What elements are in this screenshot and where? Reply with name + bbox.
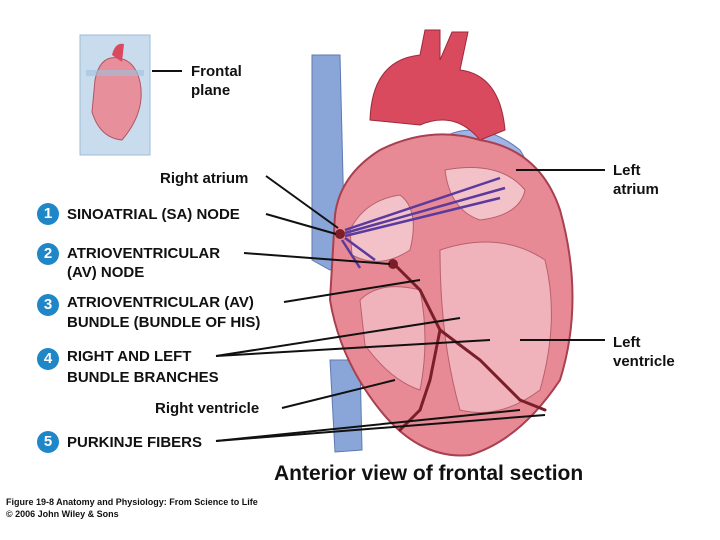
left-atrium-label: Left atrium: [613, 161, 683, 199]
figure-title: Anterior view of frontal section: [274, 462, 584, 485]
left-ventricle-text: Left ventricle: [613, 334, 675, 370]
step-3-badge: 3: [37, 294, 59, 316]
step-4-line1: RIGHT AND LEFT: [67, 348, 192, 365]
step-3-line1: ATRIOVENTRICULAR (AV): [67, 294, 254, 311]
frontal-plane-text: Frontal plane: [191, 63, 242, 99]
credit-line-1: Figure 19-8 Anatomy and Physiology: From…: [6, 497, 258, 507]
frontal-plane-label: Frontal plane: [191, 62, 261, 100]
step-4-line2: BUNDLE BRANCHES: [67, 369, 219, 386]
step-2-line2: (AV) NODE: [67, 264, 145, 281]
thumbnail-heart: [79, 34, 151, 156]
right-ventricle-label: Right ventricle: [155, 400, 260, 417]
right-atrium-label: Right atrium: [160, 170, 249, 187]
step-5-text: PURKINJE FIBERS: [67, 434, 203, 451]
credit-line-2: © 2006 John Wiley & Sons: [6, 509, 119, 519]
step-4-badge: 4: [37, 348, 59, 370]
left-atrium-text: Left atrium: [613, 162, 659, 198]
step-5-badge: 5: [37, 431, 59, 453]
left-ventricle-label: Left ventricle: [613, 333, 698, 371]
step-3-line2: BUNDLE (BUNDLE OF HIS): [67, 314, 261, 331]
step-1-text: SINOATRIAL (SA) NODE: [67, 206, 240, 223]
step-2-badge: 2: [37, 243, 59, 265]
step-1-badge: 1: [37, 203, 59, 225]
step-2-line1: ATRIOVENTRICULAR: [67, 245, 221, 262]
